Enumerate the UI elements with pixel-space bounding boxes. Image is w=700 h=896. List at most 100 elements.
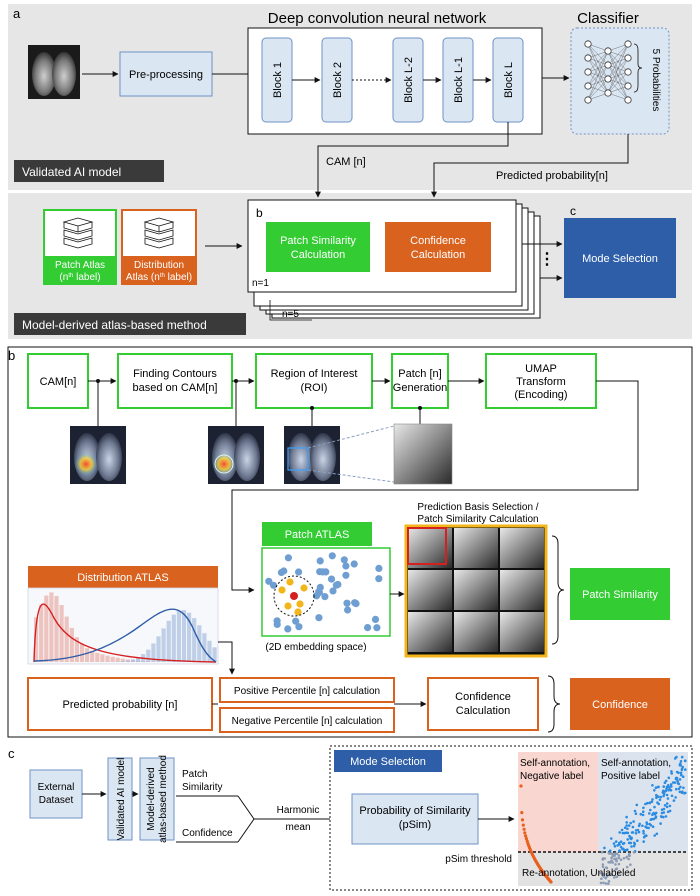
preprocessing-box xyxy=(119,51,213,97)
positive-point xyxy=(615,875,619,879)
positive-point xyxy=(664,789,668,793)
positive-point xyxy=(607,880,611,883)
n1-label: n=1 xyxy=(252,278,269,289)
psim-label-2: (pSim) xyxy=(399,819,431,831)
embedding-dot xyxy=(344,606,352,614)
positive-point xyxy=(599,871,602,875)
positive-point xyxy=(664,779,668,783)
external-dataset-box xyxy=(29,769,83,819)
positive-point xyxy=(653,789,656,792)
nn-edge xyxy=(587,78,609,101)
confidence-box xyxy=(570,678,670,730)
negative-percentile-box xyxy=(219,707,395,733)
positive-point xyxy=(626,838,629,841)
positive-point xyxy=(663,781,667,784)
histogram-bar-positive xyxy=(197,625,202,662)
positive-percentile-box xyxy=(219,677,395,703)
patch-atlas-title-bg xyxy=(262,522,372,546)
nn-node xyxy=(624,40,632,48)
embedding-dot xyxy=(269,581,278,589)
embedding-dot xyxy=(284,625,292,633)
psim-box xyxy=(351,793,479,845)
positive-point xyxy=(665,787,668,790)
embedding-dot xyxy=(328,552,336,560)
positive-point xyxy=(681,775,685,778)
n5-label: n=5 xyxy=(282,309,299,320)
positive-point xyxy=(610,856,613,860)
positive-point xyxy=(630,837,633,840)
similar-patch xyxy=(500,528,544,568)
contours-label-1: Finding Contours xyxy=(133,368,217,380)
positive-point xyxy=(604,876,607,880)
positive-point xyxy=(666,810,670,814)
positive-point xyxy=(680,791,684,795)
positive-point xyxy=(675,770,679,774)
positive-point xyxy=(607,873,610,877)
histogram-bar-positive xyxy=(181,610,187,662)
similar-patch xyxy=(408,612,452,652)
embedding-dot xyxy=(364,624,372,632)
positive-point xyxy=(669,789,673,792)
classifier-box xyxy=(570,27,670,135)
distribution-atlas-label-2: Atlas (nth label) xyxy=(126,272,192,283)
method-c-label-1: Model-derived xyxy=(146,767,157,830)
similar-patch xyxy=(500,570,544,610)
negative-point xyxy=(524,837,529,841)
positive-point xyxy=(675,787,678,791)
positive-point xyxy=(603,857,606,860)
method-c-label-2: atlas-based method xyxy=(158,755,169,843)
patch-generation-label-2: Generation xyxy=(393,382,447,394)
self-positive-label-1: Self-annotation, xyxy=(601,758,671,769)
positive-point xyxy=(675,755,678,759)
umap-label-3: (Encoding) xyxy=(514,389,567,401)
positive-point xyxy=(670,770,673,773)
positive-point xyxy=(614,840,618,843)
histogram-bar-negative xyxy=(64,616,69,662)
positive-point xyxy=(664,815,668,818)
positive-point xyxy=(632,851,636,854)
neighborhood-circle xyxy=(273,575,315,617)
patch-c-label-2: Similarity xyxy=(182,782,223,793)
prediction-basis-label-1: Prediction Basis Selection / xyxy=(417,502,538,513)
nn-node xyxy=(624,82,632,90)
embedding-dots xyxy=(265,552,383,633)
positive-point xyxy=(651,784,654,787)
histogram-bar-positive xyxy=(151,643,156,662)
confidence-calc-box xyxy=(385,222,491,272)
nn-node xyxy=(584,96,592,104)
positive-point xyxy=(665,805,669,809)
neighbor-dot xyxy=(296,600,304,608)
external-dataset-label-1: External xyxy=(38,782,75,793)
histogram-bar-negative xyxy=(44,595,49,662)
positive-point xyxy=(601,850,604,854)
self-negative-label-2: Negative label xyxy=(520,771,583,782)
embedding-dot xyxy=(343,599,351,607)
negative-point xyxy=(524,834,528,838)
histogram-bar-negative xyxy=(79,643,85,662)
mode-selection-label: Mode Selection xyxy=(582,253,658,265)
positive-point xyxy=(619,845,623,849)
positive-point xyxy=(657,785,660,789)
positive-percentile-label: Positive Percentile [n] calculation xyxy=(234,686,380,697)
positive-point xyxy=(679,760,683,763)
positive-point xyxy=(684,768,687,771)
panel-a: a Pre-processing Deep convolution neural… xyxy=(8,4,692,339)
confidence-label: Confidence xyxy=(592,699,648,711)
positive-point xyxy=(657,795,660,798)
similar-patch xyxy=(500,612,544,652)
positive-point xyxy=(634,832,638,835)
positive-point xyxy=(665,793,669,797)
patch-similarity-calc-label-1: Patch Similarity xyxy=(280,235,356,247)
embedding-dot xyxy=(315,614,323,622)
histogram-bar-negative xyxy=(85,648,90,662)
positive-point xyxy=(612,842,616,845)
positive-point xyxy=(680,767,684,771)
positive-point xyxy=(653,834,656,837)
positive-point xyxy=(618,831,621,834)
positive-point xyxy=(679,773,683,777)
positive-point xyxy=(605,866,608,869)
umap-label-1: UMAP xyxy=(525,363,557,375)
histogram-bar-negative xyxy=(34,617,39,662)
positive-point xyxy=(614,863,617,866)
positive-point xyxy=(672,799,676,802)
